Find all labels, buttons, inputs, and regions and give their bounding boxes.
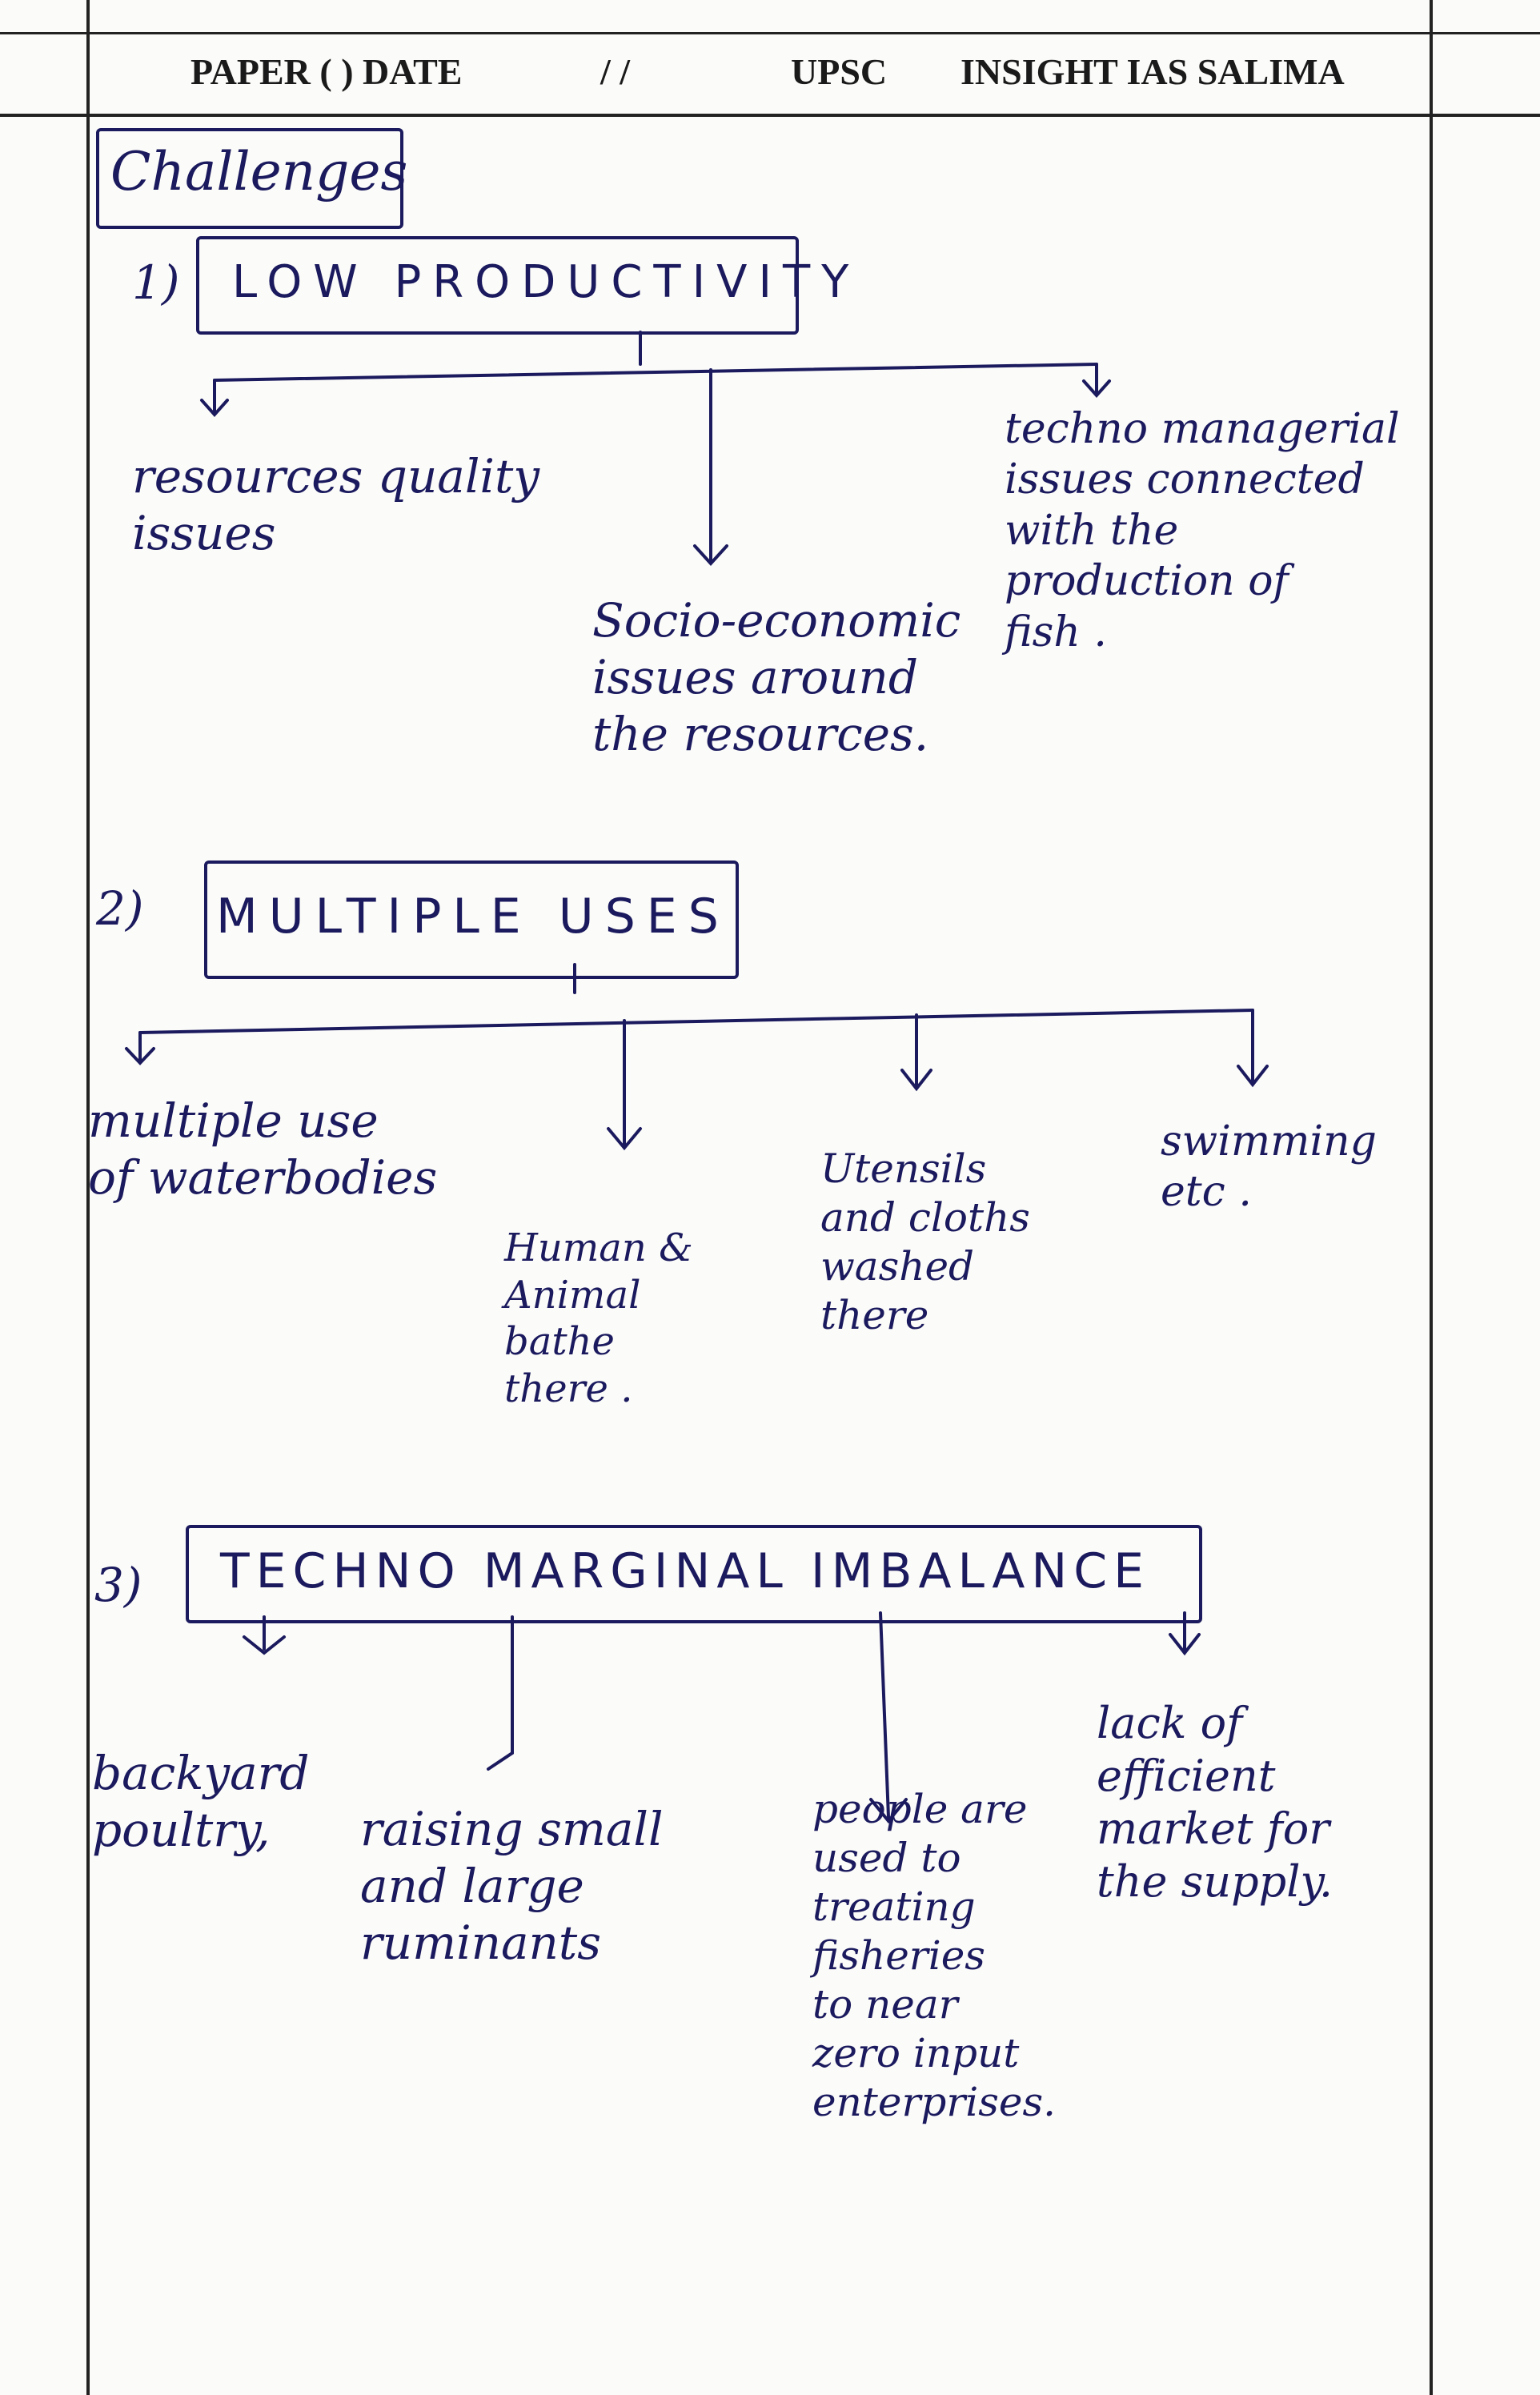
left-margin-rule: [86, 0, 90, 2395]
section-3-heading: TECHNO MARGINAL IMBALANCE: [220, 1543, 1151, 1599]
section-2-heading-box: [204, 861, 739, 979]
exam-label: UPSC: [791, 51, 888, 92]
section-3-branch-4: lack of efficient market for the supply.: [1097, 1698, 1333, 1907]
section-3-heading-box: [186, 1525, 1202, 1623]
title-box: [96, 128, 403, 229]
section-2-number: 2): [96, 881, 144, 936]
page-header: PAPER ( ) DATE / / UPSC INSIGHT IAS SALI…: [88, 20, 1449, 116]
header-bottom-rule: [0, 114, 1540, 117]
right-margin-rule: [1430, 0, 1433, 2395]
section-1-number: 1): [132, 255, 180, 310]
section-3-branch-1: backyard poultry,: [92, 1746, 310, 1857]
page-title: Challenges: [110, 141, 408, 203]
section-1-branch-2: Socio-economic issues around the resourc…: [592, 593, 961, 761]
header-top-rule: [0, 32, 1540, 34]
section-3-number: 3): [94, 1558, 142, 1612]
section-2-branch-2: Human & Animal bathe there .: [504, 1226, 693, 1411]
section-2-branch-4: swimming etc .: [1161, 1117, 1377, 1217]
section-1-branch-3: techno managerial issues connected with …: [1005, 405, 1400, 656]
section-2-branch-3: Utensils and cloths washed there: [820, 1145, 1030, 1338]
institute-label: INSIGHT IAS SALIMA: [960, 51, 1345, 92]
section-2-heading: MULTIPLE USES: [216, 889, 730, 945]
section-3-branch-2: raising small and large ruminants: [360, 1802, 664, 1970]
date-slashes: / /: [600, 51, 631, 92]
section-2-branch-1: multiple use of waterbodies: [88, 1093, 438, 1205]
paper-date-label: PAPER ( ) DATE: [190, 51, 463, 92]
section-3-branch-3: people are used to treating fisheries to…: [812, 1786, 1057, 2125]
section-1-heading: LOW PRODUCTIVITY: [232, 256, 860, 308]
section-1-branch-1: resources quality issues: [132, 449, 540, 560]
section-1-heading-box: [196, 236, 799, 335]
